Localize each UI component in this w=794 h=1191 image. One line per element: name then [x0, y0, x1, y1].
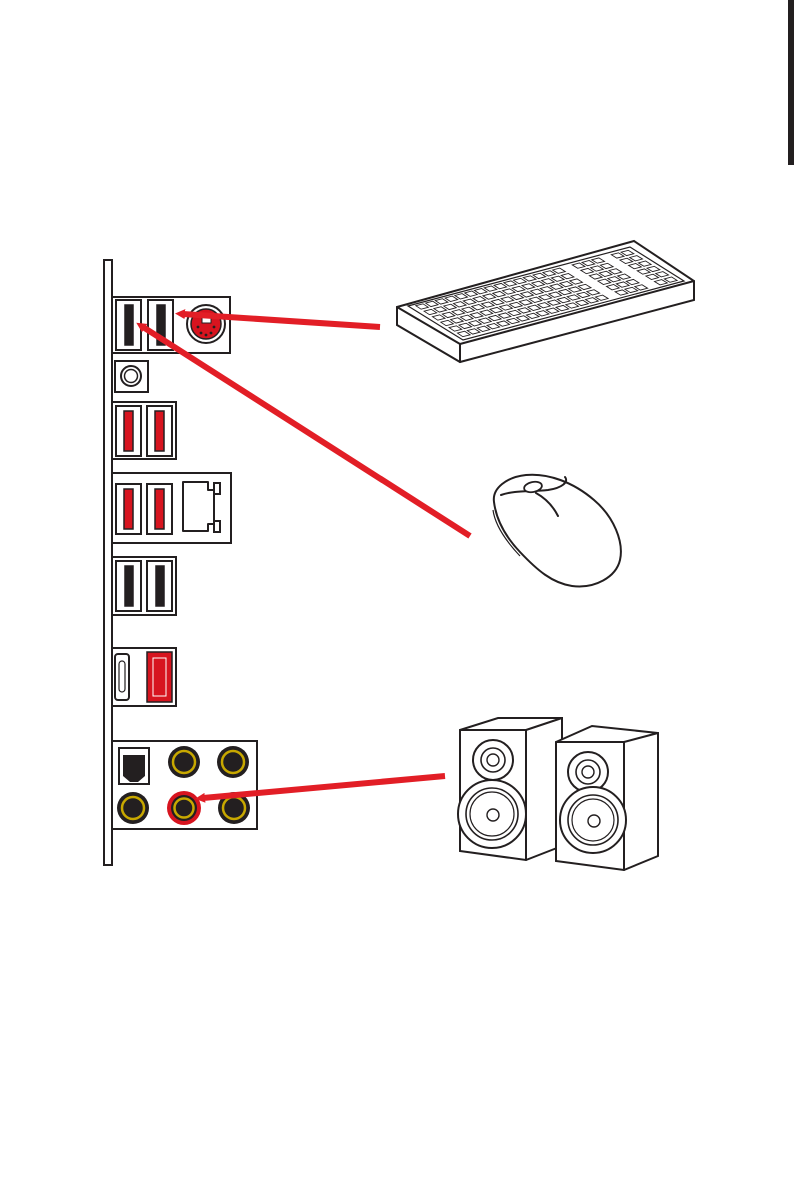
usb-red-group: [112, 402, 176, 459]
io-shield-bracket: [104, 260, 112, 865]
audio-jack: [117, 792, 149, 824]
speaker-left: [458, 718, 562, 860]
usb-lan-group: [112, 473, 231, 543]
line-out-jack: [167, 791, 201, 825]
clear-cmos-button: [115, 361, 148, 392]
mouse-icon: [493, 475, 621, 587]
speaker-right: [556, 726, 658, 870]
keyboard-icon: [397, 241, 694, 362]
audio-jack: [217, 746, 249, 778]
speakers-icon: [458, 718, 658, 870]
usb-black-group: [112, 557, 176, 615]
usb-c-group: [112, 648, 176, 706]
audio-jack-group: [112, 741, 257, 829]
audio-jack: [168, 746, 200, 778]
